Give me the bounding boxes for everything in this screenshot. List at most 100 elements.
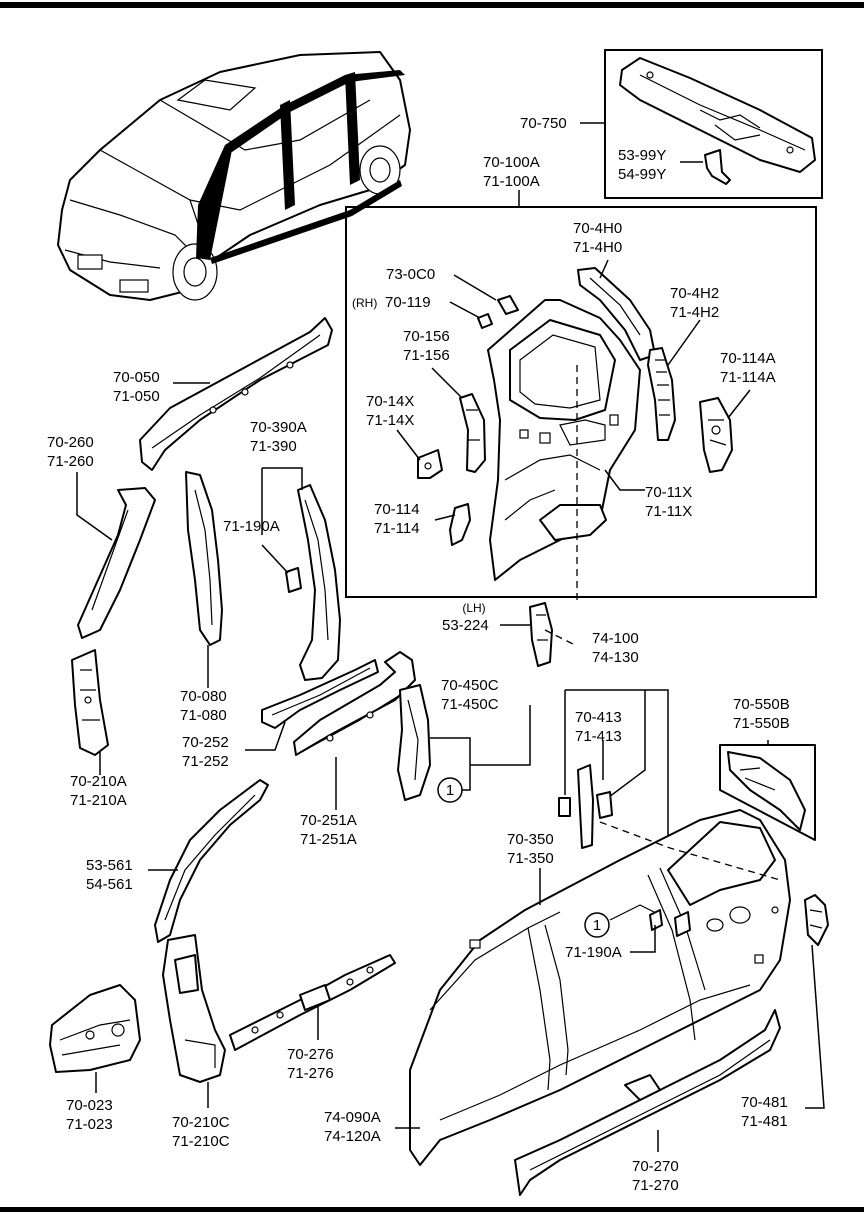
inset-box-70-750: [604, 49, 823, 199]
label-53-224: 53-224: [442, 617, 489, 634]
label-71-023: 71-023: [66, 1116, 113, 1133]
part-70-390a: [297, 484, 341, 681]
label-70-270: 70-270: [632, 1158, 679, 1175]
label-71-080: 71-080: [180, 707, 227, 724]
part-70-210c: [162, 934, 226, 1083]
label-70-100a: 70-100A: [483, 154, 540, 171]
label-54-561: 54-561: [86, 876, 133, 893]
label-70-750: 70-750: [520, 115, 567, 132]
label-70-251a: 70-251A: [300, 812, 357, 829]
label-71-550b: 71-550B: [733, 715, 790, 732]
label-70-210a: 70-210A: [70, 773, 127, 790]
label-70-550b: 70-550B: [733, 696, 790, 713]
label-71-276: 71-276: [287, 1065, 334, 1082]
label-74-120a: 74-120A: [324, 1128, 381, 1145]
part-70-276: [229, 954, 396, 1051]
part-70-114: [449, 503, 471, 546]
callout-circle-1-b: [584, 912, 610, 938]
top-border: [0, 2, 864, 8]
part-70-252: [261, 659, 379, 729]
part-70-156: [459, 393, 486, 473]
label-71-190a: 71-190A: [223, 518, 280, 535]
label-71-114: 71-114: [374, 520, 420, 537]
label-70-4h2: 70-4H2: [670, 285, 720, 302]
label-53-561: 53-561: [86, 857, 133, 874]
label-71-390: 71-390: [250, 438, 297, 455]
label-71-11x: 71-11X: [645, 503, 693, 520]
part-70-260: [77, 487, 156, 639]
inset-box-70-100a: [345, 206, 817, 598]
label-rh: (RH): [352, 296, 378, 310]
part-53-99y: [704, 149, 731, 185]
label-71-210c: 71-210C: [172, 1133, 230, 1150]
label-71-481: 71-481: [741, 1113, 788, 1130]
label-70-252: 70-252: [182, 734, 229, 751]
vehicle-illustration: [57, 51, 411, 301]
part-73-0c0: [497, 295, 519, 315]
label-70-14x: 70-14X: [366, 393, 415, 410]
label-71-4h2: 71-4H2: [670, 304, 720, 321]
label-71-350: 71-350: [507, 850, 554, 867]
label-71-100a: 71-100A: [483, 173, 540, 190]
label-70-4h0: 70-4H0: [573, 220, 623, 237]
label-70-156: 70-156: [403, 328, 450, 345]
part-70-413: [577, 764, 613, 849]
label-74-130: 74-130: [592, 649, 639, 666]
part-70-080: [185, 471, 223, 646]
part-70-4h0: [577, 267, 656, 361]
label-70-413: 70-413: [575, 709, 622, 726]
label-71-450c: 71-450C: [441, 696, 499, 713]
label-lh: (LH): [462, 601, 486, 615]
label-71-251a: 71-251A: [300, 831, 357, 848]
label-73-0c0: 73-0C0: [386, 266, 436, 283]
label-70-114: 70-114: [374, 501, 420, 518]
label-70-260: 70-260: [47, 434, 94, 451]
part-70-750: [619, 57, 816, 173]
label-70-210c: 70-210C: [172, 1114, 230, 1131]
label-70-276: 70-276: [287, 1046, 334, 1063]
label-71-260: 71-260: [47, 453, 94, 470]
label-71-156: 71-156: [403, 347, 450, 364]
part-70-550b: [719, 744, 816, 841]
part-53-224: [529, 602, 553, 667]
label-71-270: 71-270: [632, 1177, 679, 1194]
label-70-390a: 70-390A: [250, 419, 307, 436]
label-70-350: 70-350: [507, 831, 554, 848]
label-54-99y: 54-99Y: [618, 166, 667, 183]
part-70-14x: [417, 449, 443, 479]
part-70-050: [139, 317, 333, 471]
callout-1-label-b: 1: [592, 917, 602, 934]
label-71-252: 71-252: [182, 753, 229, 770]
label-53-99y: 53-99Y: [618, 147, 667, 164]
label-71-210a: 71-210A: [70, 792, 127, 809]
part-70-481: [804, 894, 829, 946]
part-74-090a-body-side: [409, 809, 791, 1166]
callout-1-label: 1: [445, 782, 455, 799]
label-70-481: 70-481: [741, 1094, 788, 1111]
part-70-210a: [71, 649, 109, 756]
label-70-450c: 70-450C: [441, 677, 499, 694]
part-70-450c: [397, 684, 431, 801]
label-70-050: 70-050: [113, 369, 160, 386]
part-70-413-clip: [558, 797, 571, 817]
part-70-114a: [699, 397, 733, 473]
label-71-14x: 71-14X: [366, 412, 415, 429]
bottom-border: [0, 1207, 864, 1212]
label-70-11x: 70-11X: [645, 484, 693, 501]
label-70-114a: 70-114A: [720, 350, 776, 367]
part-70-270: [514, 1009, 781, 1196]
label-74-090a: 74-090A: [324, 1109, 381, 1126]
part-70-119: [477, 313, 493, 329]
label-74-100: 74-100: [592, 630, 639, 647]
part-70-023: [49, 984, 141, 1073]
label-71-190a-b: 71-190A: [565, 944, 622, 961]
label-71-114a: 71-114A: [720, 369, 776, 386]
label-71-413: 71-413: [575, 728, 622, 745]
part-53-561: [154, 779, 269, 943]
label-71-050: 71-050: [113, 388, 160, 405]
label-71-4h0: 71-4H0: [573, 239, 623, 256]
part-70-4h2: [647, 347, 676, 441]
label-70-023: 70-023: [66, 1097, 113, 1114]
